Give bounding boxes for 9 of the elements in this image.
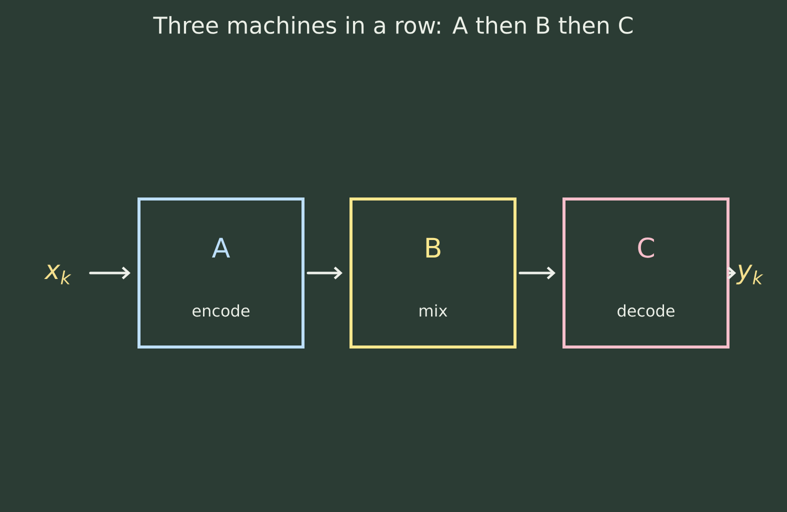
variable-label: x$_{k}$ [44, 264, 72, 284]
diagram-title: Three machines in a row: A then B then C [153, 16, 633, 34]
variable-label: y$_{k}$ [736, 264, 764, 284]
arrow [89, 266, 130, 280]
arrow [518, 266, 556, 280]
process-box: B mix [350, 198, 516, 348]
arrow [306, 266, 342, 280]
process-box: C decode [562, 198, 730, 348]
process-box: A encode [138, 198, 304, 348]
